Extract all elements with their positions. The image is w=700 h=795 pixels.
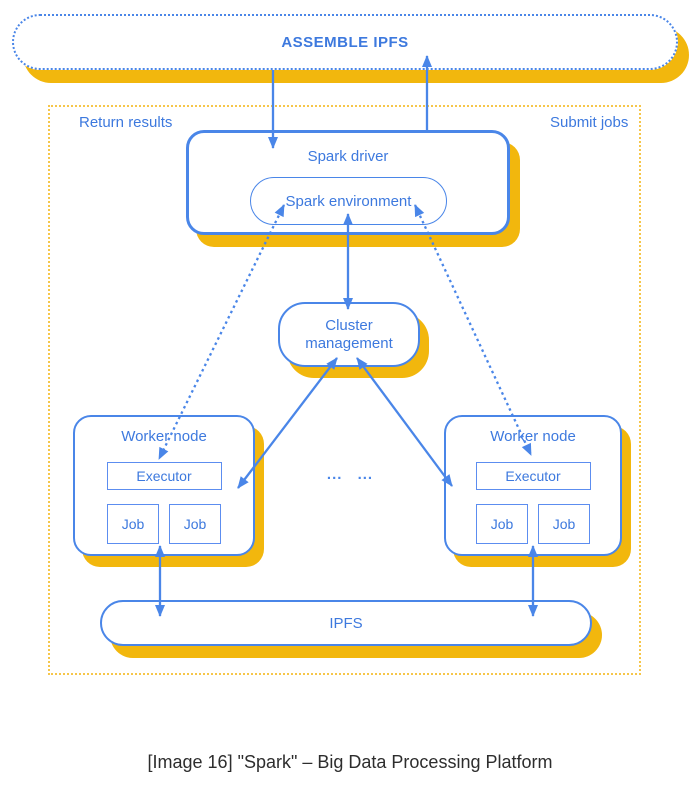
executor-box-right: Executor	[475, 462, 591, 490]
spark-driver-label: Spark driver	[307, 148, 389, 165]
spark-driver-box: Spark driver Spark environment	[186, 130, 510, 235]
executor-left-label: Executor	[136, 468, 192, 484]
ipfs-box: IPFS	[100, 600, 592, 646]
return-results-label: Return results	[79, 114, 173, 131]
more-workers-ellipsis: ... ...	[326, 466, 374, 483]
job-box-left-2: Job	[169, 504, 221, 544]
cluster-boundary-container	[48, 105, 641, 675]
executor-box-left: Executor	[106, 462, 222, 490]
figure-caption: [Image 16] "Spark" – Big Data Processing…	[147, 752, 553, 772]
assemble-ipfs-box: ASSEMBLE IPFS	[12, 14, 678, 70]
ipfs-label: IPFS	[329, 614, 363, 632]
jobs-row-left: Job Job	[75, 504, 253, 544]
job-box-right-2: Job	[538, 504, 590, 544]
job-box-left-1: Job	[107, 504, 159, 544]
worker-node-right-label: Worker node	[490, 428, 576, 445]
spark-environment-box: Spark environment	[250, 177, 447, 225]
jobs-row-right: Job Job	[446, 504, 620, 544]
cluster-management-box: Cluster management	[278, 302, 420, 367]
job-box-right-1: Job	[476, 504, 528, 544]
submit-jobs-label: Submit jobs	[550, 114, 629, 131]
spark-environment-label: Spark environment	[285, 192, 412, 210]
worker-node-right: Worker node Executor Job Job	[444, 415, 622, 556]
cluster-management-label: Cluster management	[305, 316, 393, 352]
worker-node-left: Worker node Executor Job Job	[73, 415, 255, 556]
worker-node-left-label: Worker node	[121, 428, 207, 445]
assemble-ipfs-label: ASSEMBLE IPFS	[281, 33, 409, 51]
executor-right-label: Executor	[505, 468, 561, 484]
